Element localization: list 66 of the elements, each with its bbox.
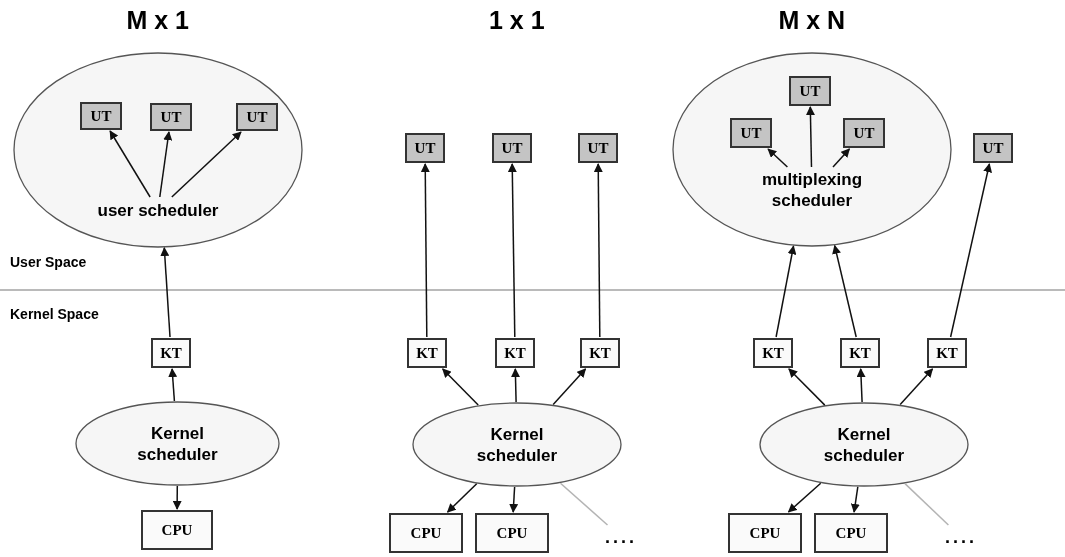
- arrow: [441, 368, 479, 406]
- arrow: [949, 163, 992, 338]
- region-label: User Space: [10, 254, 87, 270]
- process-box: CPU: [728, 513, 802, 553]
- arrow: [509, 486, 519, 513]
- ellipse: [672, 52, 952, 247]
- process-box: CPU: [814, 513, 888, 553]
- user-thread-box: UT: [578, 133, 618, 163]
- arrow: [507, 163, 517, 338]
- user-thread-box: UT: [730, 118, 772, 148]
- ellipse: [13, 52, 303, 248]
- process-box: KT: [407, 338, 447, 368]
- arrow: [160, 247, 171, 338]
- node-label: Kernel scheduler: [136, 422, 219, 465]
- arrow: [832, 244, 857, 338]
- arrow: [511, 368, 520, 403]
- arrow: [446, 482, 478, 513]
- user-thread-box: UT: [973, 133, 1013, 163]
- process-box: KT: [151, 338, 191, 368]
- scheduler-ellipse: [412, 402, 622, 487]
- arrow: [899, 368, 934, 406]
- process-box: KT: [753, 338, 793, 368]
- arrow: [171, 131, 242, 198]
- user-thread-box: UT: [492, 133, 532, 163]
- arrow: [552, 368, 587, 406]
- region-label: Kernel Space: [10, 306, 99, 322]
- user-thread-box: UT: [236, 103, 278, 131]
- arrow: [787, 482, 822, 513]
- arrow: [775, 245, 797, 338]
- process-box: CPU: [141, 510, 213, 550]
- user-thread-box: UT: [80, 102, 122, 130]
- arrow: [168, 368, 178, 402]
- process-box: KT: [495, 338, 535, 368]
- arrow: [593, 163, 603, 338]
- ellipsis-text: ....: [598, 526, 644, 548]
- arrow: [788, 368, 826, 406]
- connector-line: [559, 482, 609, 526]
- arrow: [767, 148, 789, 168]
- arrow: [832, 148, 851, 168]
- scheduler-ellipse: [759, 402, 969, 487]
- user-thread-box: UT: [150, 103, 192, 131]
- arrow: [850, 486, 860, 513]
- user-thread-box: UT: [789, 76, 831, 106]
- user-thread-box: UT: [843, 118, 885, 148]
- node-label: Kernel scheduler: [822, 423, 906, 466]
- arrow: [109, 130, 151, 198]
- arrow: [420, 163, 430, 338]
- process-box: KT: [927, 338, 967, 368]
- column-heading: M x 1: [126, 6, 190, 35]
- scheduler-label: user scheduler: [68, 198, 248, 222]
- arrow: [805, 106, 815, 168]
- process-box: CPU: [389, 513, 463, 553]
- arrow: [856, 368, 866, 403]
- process-box: CPU: [475, 513, 549, 553]
- column-heading: M x N: [778, 6, 846, 35]
- ellipsis-text: ....: [938, 526, 984, 548]
- process-box: KT: [580, 338, 620, 368]
- scheduler-ellipse: [75, 401, 280, 486]
- arrow: [172, 485, 182, 510]
- arrow: [159, 131, 173, 198]
- node-label: Kernel scheduler: [475, 423, 559, 466]
- user-thread-box: UT: [405, 133, 445, 163]
- connector-line: [904, 482, 950, 526]
- scheduler-label: multiplexing scheduler: [742, 168, 882, 212]
- column-heading: 1 x 1: [489, 6, 545, 35]
- process-box: KT: [840, 338, 880, 368]
